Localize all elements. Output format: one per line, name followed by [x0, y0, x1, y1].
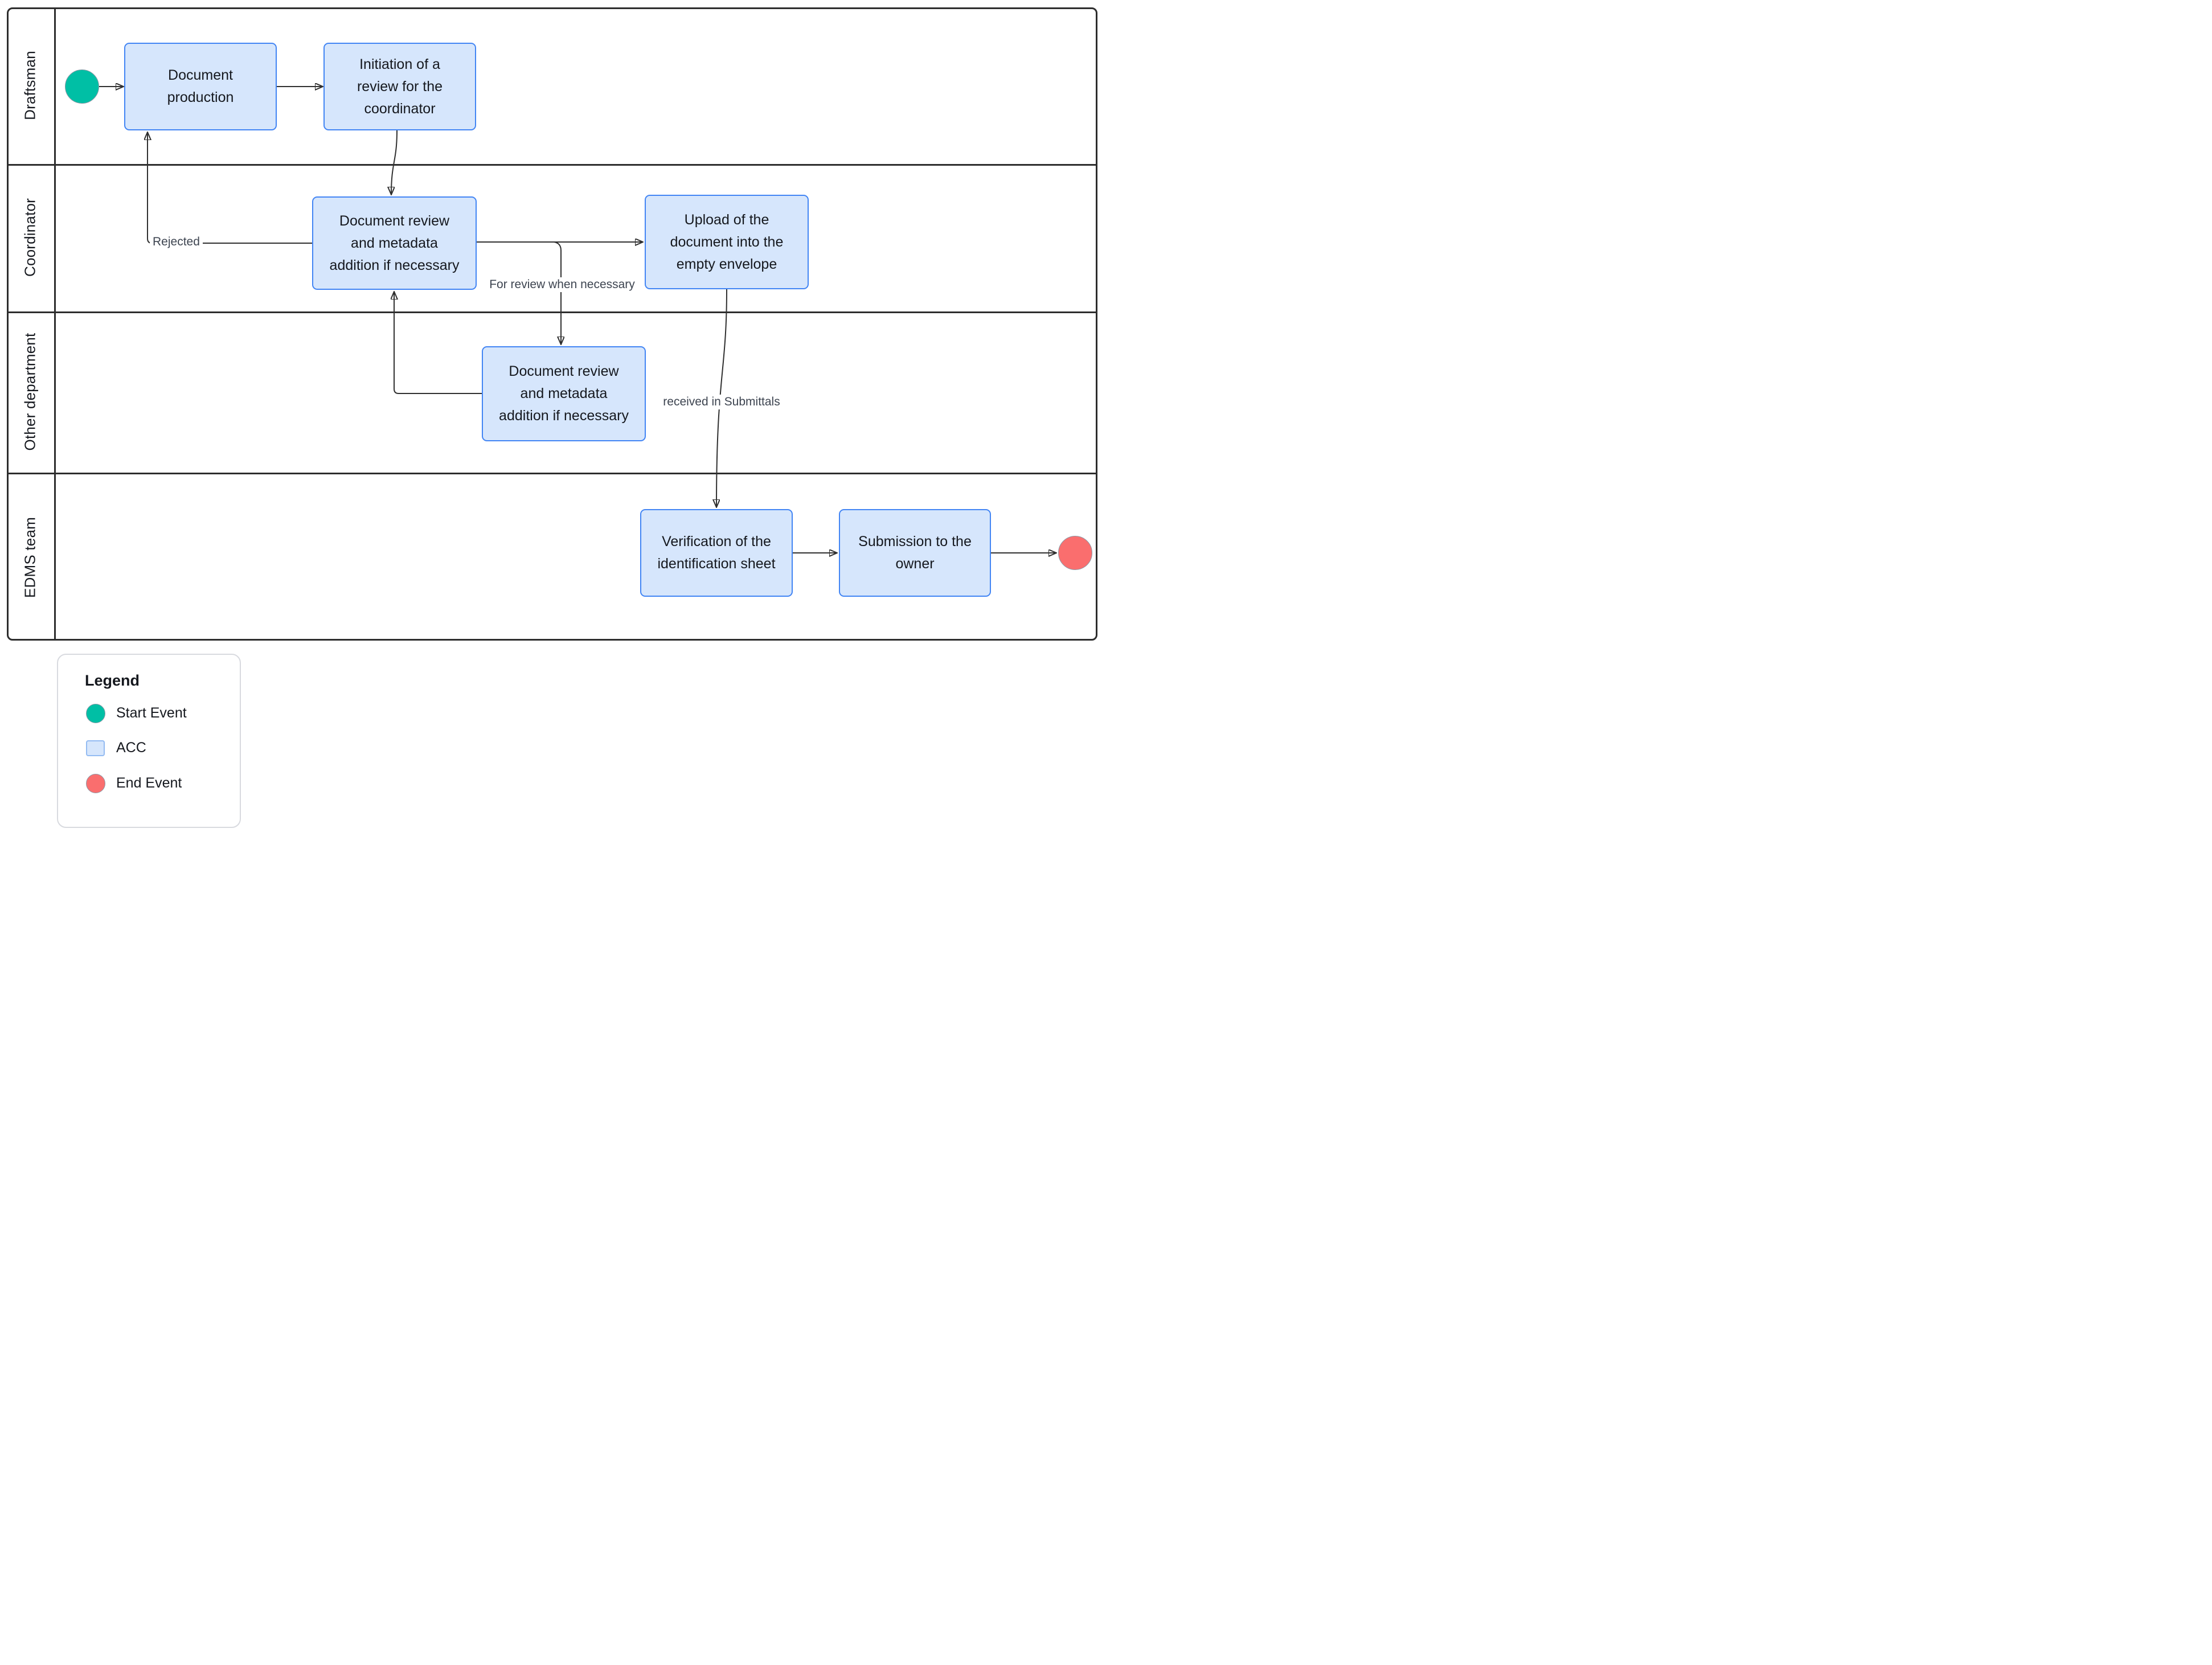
task-coordinator-document-review: Document review and metadata addition if…: [312, 196, 477, 290]
edge-other-review-to-coord-review: [394, 292, 482, 394]
task-verification-identification-sheet: Verification of the identification sheet: [640, 509, 793, 597]
legend-title: Legend: [85, 672, 140, 689]
lane-label-other-department: Other department: [21, 333, 39, 451]
acc-task-swatch-icon: [86, 740, 105, 756]
lane-boundary-draftsman-coordinator: [9, 164, 1096, 166]
task-document-production: Document production: [124, 43, 277, 130]
lane-label-coordinator: Coordinator: [21, 198, 39, 277]
end-event-swatch-icon: [86, 774, 105, 793]
edge-label-rejected: Rejected: [150, 235, 203, 249]
task-submission-to-owner: Submission to the owner: [839, 509, 991, 597]
edge-coord-review-to-other-review: [554, 241, 561, 344]
task-initiation-of-review: Initiation of a review for the coordinat…: [323, 43, 476, 130]
legend-panel: Legend Start Event ACC End Event: [57, 654, 241, 828]
legend-item-label: ACC: [116, 740, 146, 756]
start-event-swatch-icon: [86, 704, 105, 723]
lane-label-draftsman: Draftsman: [21, 51, 39, 120]
edge-initiation-to-coord-review: [391, 130, 398, 194]
edge-label-for-review-when-necessary: For review when necessary: [486, 277, 638, 292]
lane-label-edms-team: EDMS team: [21, 517, 39, 598]
diagram-canvas: Draftsman Coordinator Other department E…: [0, 0, 1106, 832]
edge-rejected-to-doc-production: [148, 133, 312, 244]
task-other-dept-document-review: Document review and metadata addition if…: [482, 346, 646, 441]
edge-label-received-in-submittals: received in Submittals: [660, 395, 783, 409]
swimlane-pool: Draftsman Coordinator Other department E…: [7, 7, 1097, 641]
lane-label-divider: [54, 9, 56, 639]
lane-boundary-coordinator-other: [9, 311, 1096, 313]
start-event: [65, 69, 99, 104]
legend-item-label: End Event: [116, 775, 182, 791]
task-upload-into-envelope: Upload of the document into the empty en…: [645, 195, 809, 289]
end-event: [1058, 536, 1092, 570]
legend-item-label: Start Event: [116, 705, 187, 721]
lane-boundary-other-edms: [9, 473, 1096, 474]
